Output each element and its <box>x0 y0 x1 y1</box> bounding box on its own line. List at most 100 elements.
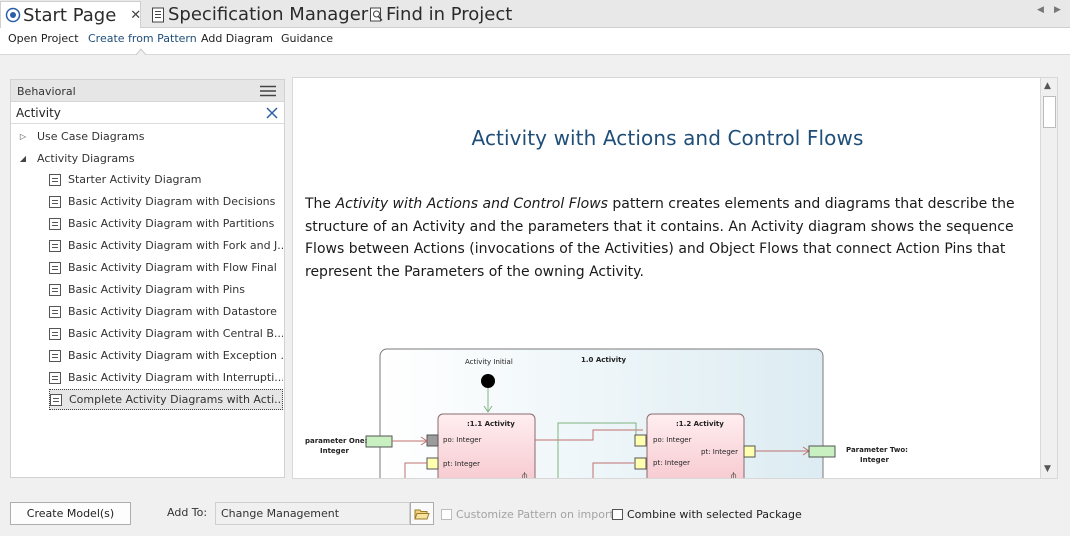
pattern-item[interactable]: Basic Activity Diagram with Decisions <box>49 191 283 212</box>
hamburger-menu-icon[interactable] <box>260 85 276 97</box>
diagram-pattern-icon <box>49 261 61 274</box>
pin <box>426 434 439 447</box>
customize-pattern-checkbox[interactable]: Customize Pattern on import <box>441 508 614 521</box>
pattern-title: Activity with Actions and Control Flows <box>471 126 864 150</box>
combine-package-checkbox[interactable]: Combine with selected Package <box>612 508 802 521</box>
nav-guidance[interactable]: Guidance <box>281 32 334 45</box>
nav-create-from-pattern[interactable]: Create from Pattern <box>88 32 197 45</box>
perspective-header[interactable]: Behavioral <box>11 80 284 102</box>
parameter-one-type: Integer <box>320 447 349 455</box>
pattern-description-pane: Activity with Actions and Control Flows … <box>292 77 1041 479</box>
filter-field[interactable]: Activity <box>11 102 284 124</box>
parameter-two-type: Integer <box>860 456 889 464</box>
pattern-item-label: Basic Activity Diagram with Flow Final <box>68 261 277 274</box>
specification-icon <box>150 7 166 23</box>
collapse-arrow-icon[interactable]: ◢ <box>19 153 27 163</box>
folder-label: Activity Diagrams <box>37 151 135 165</box>
action-2-pin-label: pt: Integer <box>653 459 690 467</box>
pattern-item-label: Basic Activity Diagram with Decisions <box>68 195 276 208</box>
tab-label: Find in Project <box>386 4 513 25</box>
pattern-item[interactable]: Basic Activity Diagram with Central B... <box>49 323 283 344</box>
pattern-browser: Behavioral Activity ▷ Use Case Diagrams … <box>10 79 285 478</box>
start-page-nav: Open Project Create from Pattern Add Dia… <box>0 28 1070 55</box>
scroll-up-icon[interactable]: ▲ <box>1044 81 1051 91</box>
bottom-bar: Create Model(s) Add To: Change Managemen… <box>0 490 1070 536</box>
pattern-item-label: Basic Activity Diagram with Exception ..… <box>68 349 283 362</box>
diagram-pattern-icon <box>49 305 61 318</box>
add-to-value: Change Management <box>221 507 340 520</box>
start-page-icon <box>5 7 21 23</box>
diagram-pattern-icon <box>49 283 61 296</box>
checkbox-label: Customize Pattern on import <box>456 508 614 521</box>
diagram-pattern-icon <box>49 239 61 252</box>
pin <box>743 445 756 458</box>
pattern-item-label: Complete Activity Diagrams with Acti... <box>69 393 283 406</box>
tree-folder-activity-diagrams[interactable]: ◢ Activity Diagrams <box>17 148 135 168</box>
action-2-title: :1.2 Activity <box>676 420 724 428</box>
pattern-item-label: Basic Activity Diagram with Pins <box>68 283 245 296</box>
pattern-preview-diagram: 1.0 Activity Activity Initial :1.1 Activ… <box>305 348 908 479</box>
action-1-pin-label: pt: Integer <box>443 460 480 468</box>
checkbox-box[interactable] <box>441 509 452 520</box>
clear-filter-icon[interactable] <box>265 106 279 120</box>
diagram-pattern-icon <box>49 195 61 208</box>
diagram-pattern-icon <box>49 327 61 340</box>
scroll-thumb[interactable] <box>1043 96 1056 128</box>
checkbox-box[interactable] <box>612 509 623 520</box>
checkbox-label: Combine with selected Package <box>627 508 802 521</box>
add-to-field[interactable]: Change Management <box>215 502 410 525</box>
find-icon <box>368 7 384 23</box>
tab-strip: Start Page ✕ Specification Manager <box>0 0 1070 28</box>
tree-folder-use-case-diagrams[interactable]: ▷ Use Case Diagrams <box>17 126 145 146</box>
tab-label: Start Page <box>23 4 117 26</box>
filter-value[interactable]: Activity <box>16 106 61 120</box>
content-scrollbar[interactable]: ▲ ▼ <box>1041 77 1058 479</box>
diagram-pattern-icon <box>50 393 62 406</box>
pattern-item[interactable]: Starter Activity Diagram <box>49 169 283 190</box>
pattern-item-label: Basic Activity Diagram with Datastore <box>68 305 277 318</box>
pattern-item-label: Basic Activity Diagram with Interrupti..… <box>68 371 283 384</box>
pattern-item[interactable]: Basic Activity Diagram with Interrupti..… <box>49 367 283 388</box>
pattern-item[interactable]: Basic Activity Diagram with Flow Final <box>49 257 283 278</box>
close-tab-icon[interactable]: ✕ <box>130 7 142 23</box>
pattern-item-label: Starter Activity Diagram <box>68 173 202 186</box>
parameter-two-label: Parameter Two: <box>846 446 908 454</box>
diagram-pattern-icon <box>49 349 61 362</box>
diagram-pattern-icon <box>49 217 61 230</box>
frame-label: 1.0 Activity <box>581 356 626 364</box>
diagram-pattern-icon <box>49 371 61 384</box>
action-1-pin-label: po: Integer <box>443 436 482 444</box>
pattern-item[interactable]: Basic Activity Diagram with Pins <box>49 279 283 300</box>
initial-node <box>481 374 495 388</box>
folder-label: Use Case Diagrams <box>37 129 145 143</box>
perspective-label: Behavioral <box>17 85 76 98</box>
expand-arrow-icon[interactable]: ▷ <box>19 131 27 141</box>
pattern-description: The Activity with Actions and Control Fl… <box>305 196 1015 280</box>
pattern-item[interactable]: Basic Activity Diagram with Fork and J..… <box>49 235 283 256</box>
svg-text:⫛: ⫛ <box>522 471 528 479</box>
diagram-pattern-icon <box>49 173 61 186</box>
tab-start-page[interactable]: Start Page ✕ <box>0 1 141 28</box>
pin <box>634 434 647 447</box>
pattern-item[interactable]: Complete Activity Diagrams with Acti... <box>49 389 283 410</box>
tab-label: Specification Manager <box>168 4 369 25</box>
add-to-label: Add To: <box>167 506 208 519</box>
scroll-tabs-left-icon[interactable]: ◀ <box>1037 5 1044 15</box>
nav-add-diagram[interactable]: Add Diagram <box>201 32 274 45</box>
pattern-item-label: Basic Activity Diagram with Central B... <box>68 327 283 340</box>
scroll-tabs-right-icon[interactable]: ▶ <box>1054 5 1061 15</box>
tab-specification-manager[interactable]: Specification Manager <box>146 1 368 28</box>
create-models-button[interactable]: Create Model(s) <box>10 502 131 525</box>
browse-package-button[interactable] <box>410 502 434 525</box>
action-1 <box>437 413 536 478</box>
nav-open-project[interactable]: Open Project <box>8 32 79 45</box>
tab-find-in-project[interactable]: Find in Project <box>364 1 512 28</box>
pattern-item[interactable]: Basic Activity Diagram with Partitions <box>49 213 283 234</box>
pattern-item-label: Basic Activity Diagram with Partitions <box>68 217 275 230</box>
action-2-pin-label: pt: Integer <box>701 448 738 456</box>
pattern-item[interactable]: Basic Activity Diagram with Datastore <box>49 301 283 322</box>
pattern-item[interactable]: Basic Activity Diagram with Exception ..… <box>49 345 283 366</box>
scroll-down-icon[interactable]: ▼ <box>1044 464 1051 474</box>
action-2-pin-label: po: Integer <box>653 436 692 444</box>
